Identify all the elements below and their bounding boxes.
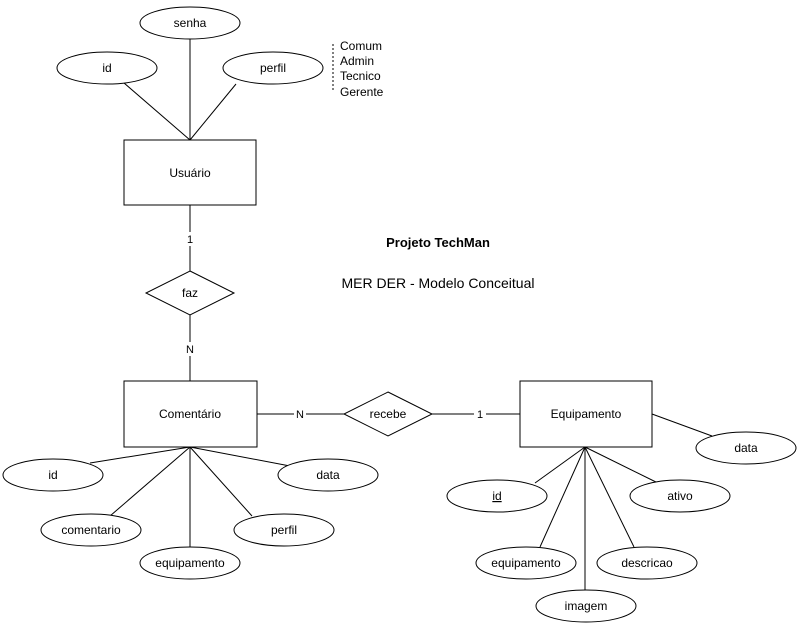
entity-comentario[interactable]: Comentário [123,380,258,448]
attribute-comentario-data[interactable]: data [277,458,379,492]
relationship-faz-label: faz [182,286,198,300]
attribute-comentario-perfil[interactable]: perfil [233,513,335,547]
attribute-usuario-id[interactable]: id [56,51,158,85]
attribute-comentario-perfil-label: perfil [271,523,297,537]
cardinality-faz-comentario: N [186,344,194,356]
attribute-equipamento-descricao[interactable]: descricao [596,546,698,580]
attribute-comentario-data-label: data [316,468,340,482]
perfil-note: Comum Admin Tecnico Gerente [340,39,384,99]
attribute-comentario-equipamento-label: equipamento [155,556,225,570]
attribute-comentario-id-label: id [48,468,57,482]
edge-equipamento-descricao [584,446,635,548]
edge-usuario-perfil [189,83,237,141]
attribute-equipamento-ativo-label: ativo [667,489,693,503]
attribute-equipamento-descricao-label: descricao [621,556,673,570]
attribute-equipamento-equipamento-label: equipamento [491,556,561,570]
relationship-recebe[interactable]: recebe [342,391,434,437]
edge-comentario-id [89,446,191,464]
attribute-equipamento-data-label: data [734,441,758,455]
entity-comentario-label: Comentário [159,407,221,421]
entity-usuario-label: Usuário [169,166,211,180]
attribute-usuario-id-label: id [102,61,111,75]
attribute-usuario-perfil[interactable]: perfil [222,51,324,85]
cardinality-recebe-equipamento: 1 [477,409,483,421]
diagram-title: Projeto TechMan [386,235,490,250]
entity-equipamento-label: Equipamento [551,407,622,421]
edge-equipamento-equipamento [539,446,586,548]
attribute-comentario-equipamento[interactable]: equipamento [139,546,241,580]
attribute-equipamento-id[interactable]: id [446,479,548,513]
attribute-usuario-perfil-label: perfil [260,61,286,75]
card-bg-2 [184,342,196,356]
attribute-equipamento-imagem[interactable]: imagem [535,589,637,623]
edge-comentario-data [189,446,291,467]
attribute-usuario-senha[interactable]: senha [139,6,241,40]
relationship-recebe-label: recebe [370,407,407,421]
cardinality-faz-usuario: 1 [187,234,193,246]
edge-equipamento-data [651,413,713,437]
attribute-usuario-senha-label: senha [174,16,207,30]
edge-comentario-perfil [189,446,253,517]
attribute-comentario-id[interactable]: id [2,458,104,492]
entity-usuario[interactable]: Usuário [123,139,257,206]
edge-comentario-comentario [109,446,191,517]
perfil-note-item: Admin [340,54,374,68]
card-bg-3 [294,407,306,421]
edge-equipamento-ativo [584,446,661,485]
attribute-equipamento-ativo[interactable]: ativo [629,479,731,513]
relationship-faz[interactable]: faz [144,270,236,316]
entity-equipamento[interactable]: Equipamento [519,380,653,448]
edge-equipamento-id [534,446,586,484]
attribute-equipamento-data[interactable]: data [695,431,797,465]
attribute-equipamento-equipamento[interactable]: equipamento [475,546,577,580]
perfil-note-item: Comum [340,39,382,53]
attribute-equipamento-id-label: id [492,489,501,503]
diagram-subtitle: MER DER - Modelo Conceitual [342,275,535,291]
cardinality-recebe-comentario: N [296,409,304,421]
attribute-comentario-comentario-label: comentario [61,523,121,537]
card-bg-1 [184,232,196,246]
edge-usuario-id [123,82,191,141]
connectors [89,38,713,590]
attribute-equipamento-imagem-label: imagem [565,599,608,613]
card-bg-4 [474,407,486,421]
attribute-comentario-comentario[interactable]: comentario [40,513,142,547]
perfil-note-item: Tecnico [340,69,381,83]
perfil-note-item: Gerente [340,85,384,99]
